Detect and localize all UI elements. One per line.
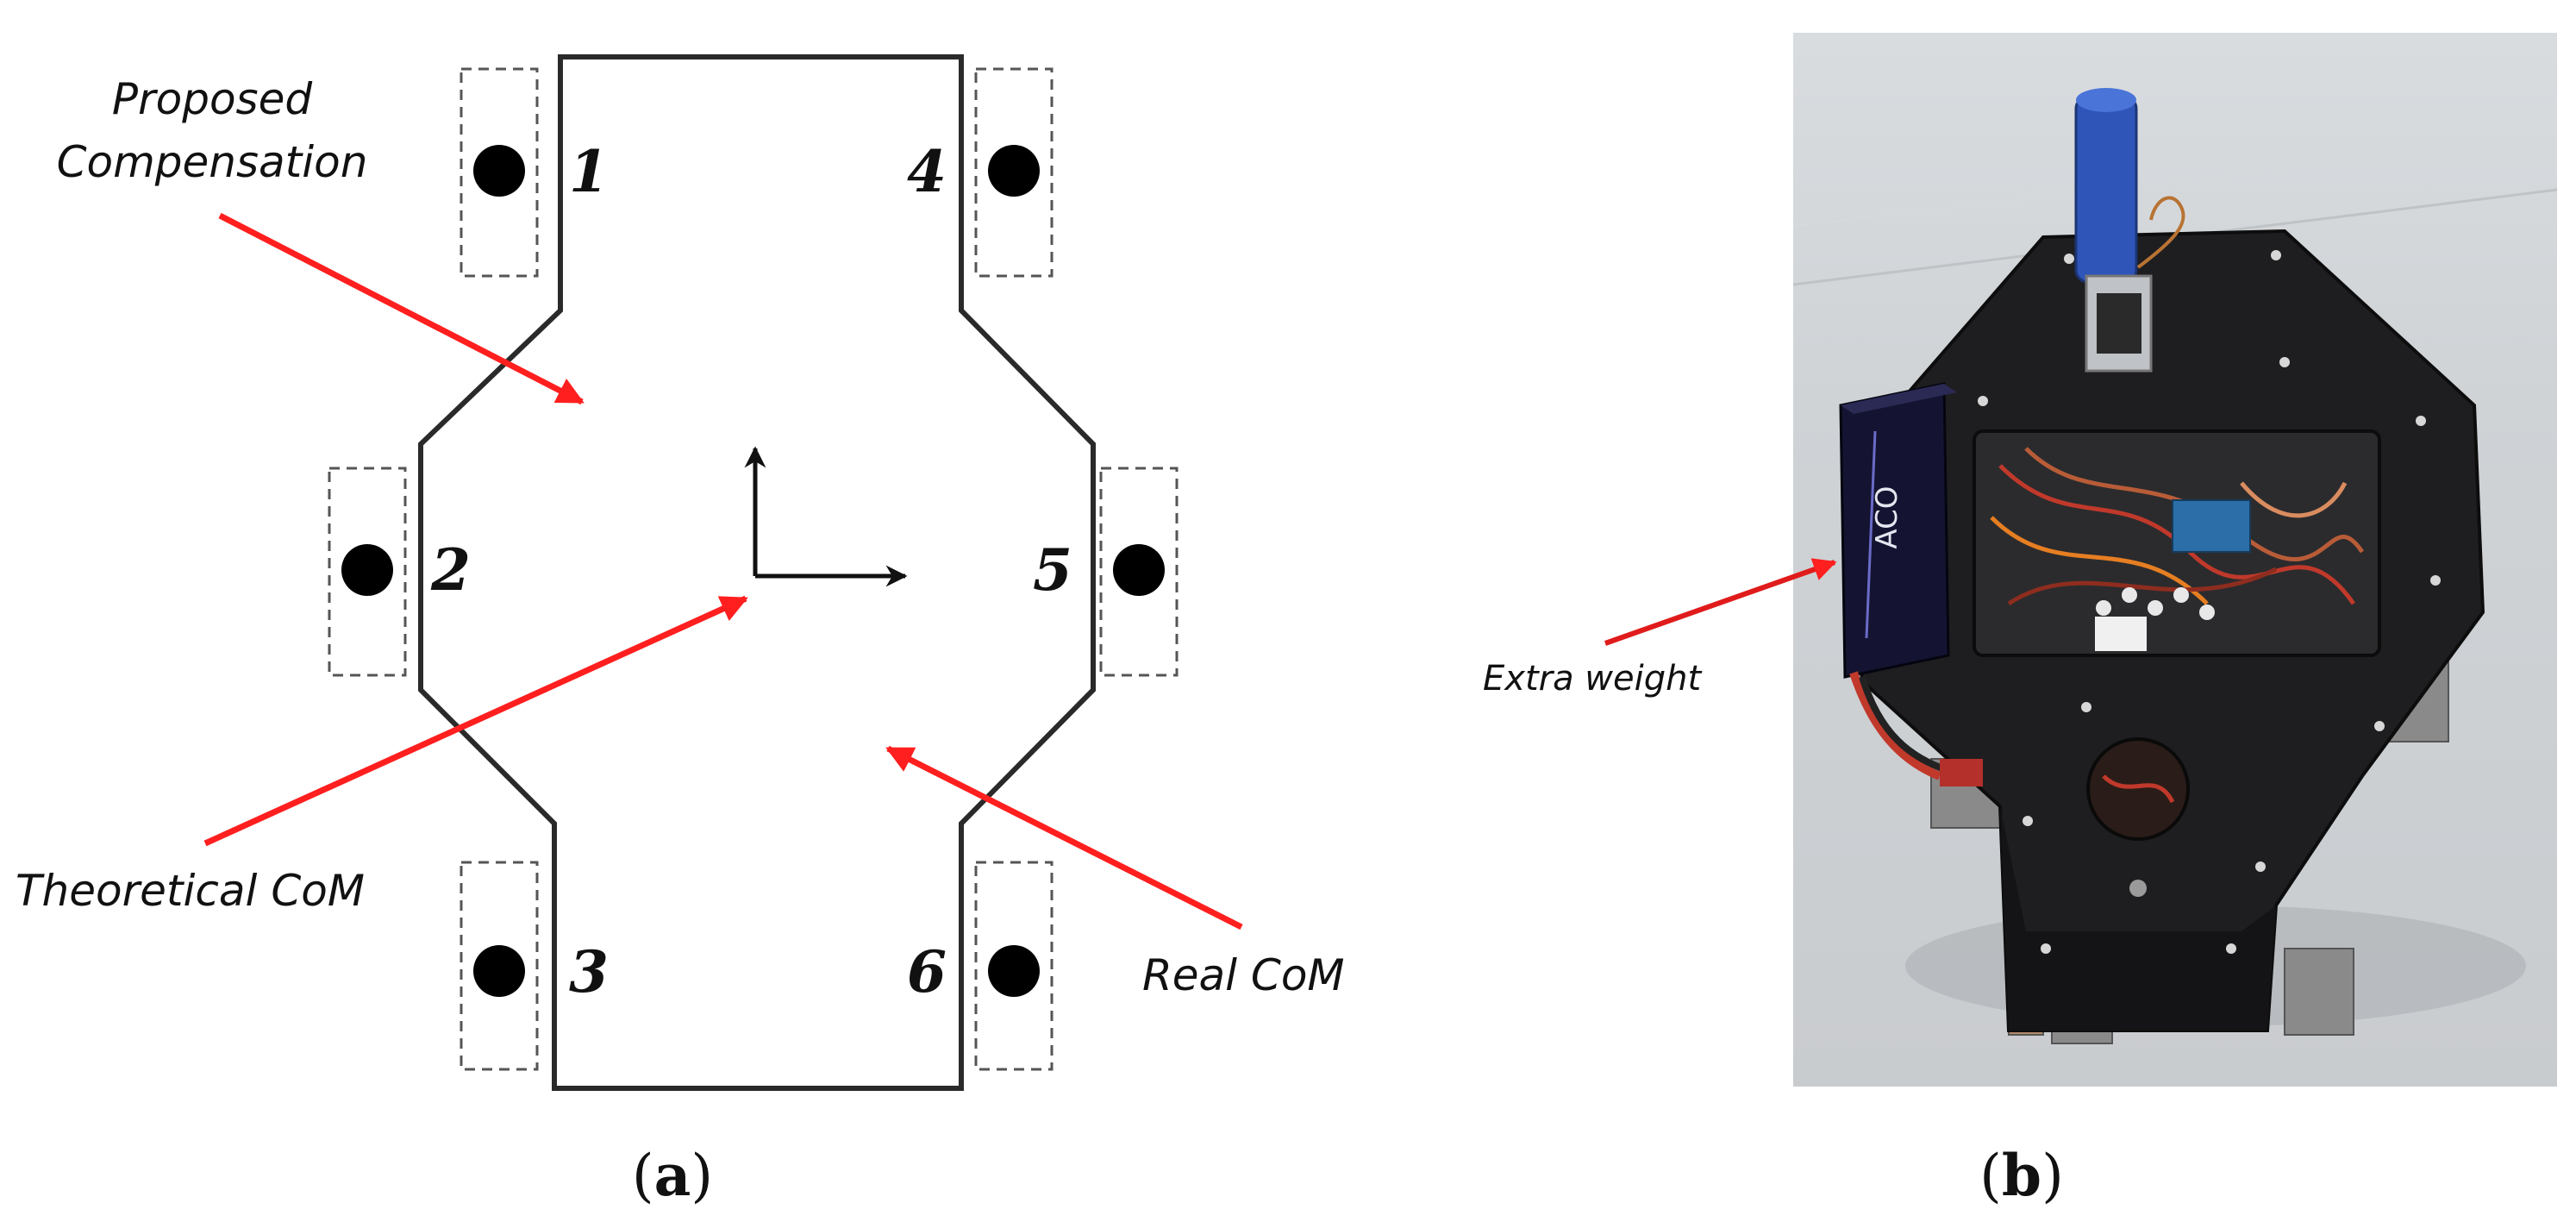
leg-number-3: 3 (569, 938, 609, 1006)
leg-4-joint (988, 145, 1040, 197)
leg-number-1: 1 (569, 138, 609, 205)
gripper (2074, 88, 2185, 373)
proposed-label-line1: Proposed (112, 74, 312, 124)
panel-b-photo: ACO Extra weight (1483, 33, 2558, 1209)
panel-a-diagram: 1 2 3 4 5 6 Proposed Compensation Theore… (16, 54, 1345, 1209)
leg-3-joint (473, 945, 525, 997)
proposed-compensation-arrow (218, 212, 585, 405)
leg-2-joint (341, 544, 393, 596)
leg-number-4: 4 (907, 138, 947, 205)
proposed-label-line2: Compensation (57, 137, 368, 187)
caption-a: (a) (632, 1142, 713, 1209)
theoretical-com-label: Theoretical CoM (16, 866, 365, 916)
leg-1 (460, 67, 539, 278)
extra-weight-arrow (1604, 558, 1837, 646)
robot-body-outline (418, 54, 1096, 1091)
plate-screws (1978, 250, 2441, 954)
leg-6 (974, 861, 1054, 1071)
svg-text:ACO: ACO (1870, 486, 1904, 548)
front-hole (2086, 737, 2190, 841)
battery-extra-weight: ACO (1839, 382, 1957, 679)
leg-number-5: 5 (1033, 536, 1072, 604)
extra-weight-label: Extra weight (1483, 659, 1702, 699)
leg-6-joint (988, 945, 1040, 997)
theoretical-com-arrow (203, 595, 748, 847)
leg-number-6: 6 (907, 938, 947, 1006)
real-com-arrow (885, 745, 1243, 930)
leg-3 (460, 861, 539, 1071)
leg-4 (974, 67, 1054, 278)
leg-1-joint (473, 145, 525, 197)
leg-number-2: 2 (430, 536, 471, 604)
leg-2 (328, 467, 407, 677)
caption-b: (b) (1979, 1142, 2064, 1209)
leg-5-joint (1113, 544, 1165, 596)
coordinate-axes (744, 446, 908, 587)
leg-5 (1099, 467, 1179, 677)
real-com-label: Real CoM (1142, 950, 1345, 1000)
wiring (1990, 447, 2365, 606)
